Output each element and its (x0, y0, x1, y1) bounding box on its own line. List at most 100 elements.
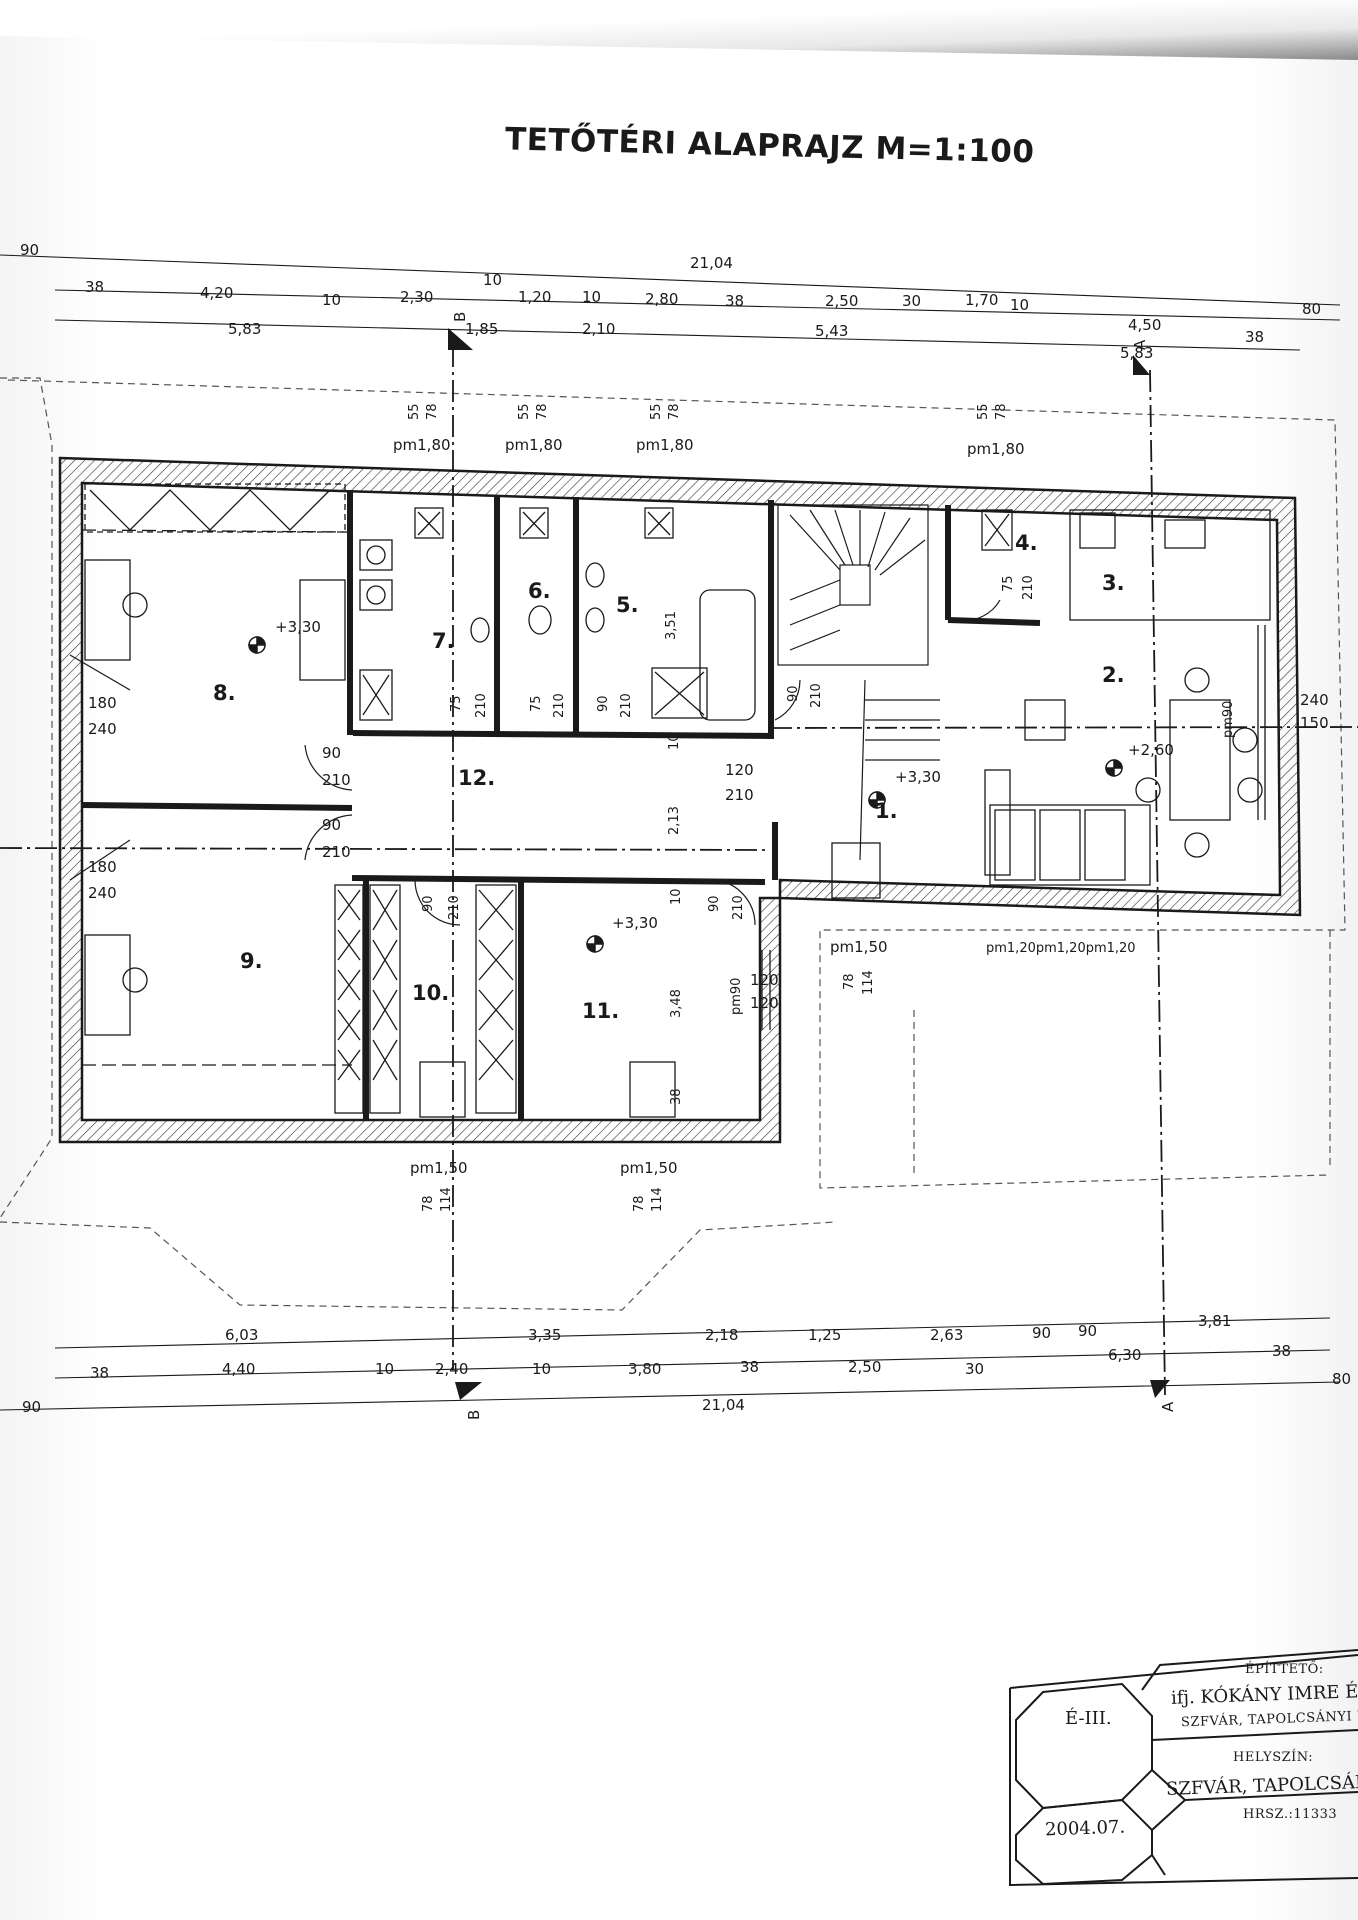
bottom-dim-80: 80 (1332, 1370, 1351, 1388)
height-dim-38: 38 (669, 1088, 684, 1105)
height-dim-348: 3,48 (669, 989, 684, 1018)
bottom-dim-90: 90 (22, 1398, 41, 1416)
window-label-1: pm1,80 (393, 436, 451, 454)
top-dim-185: 1,85 (465, 320, 498, 338)
bottom-dim-125: 1,25 (808, 1326, 841, 1344)
window-label-5: pm1,50 (830, 938, 888, 956)
sill-55-3: 55 (649, 403, 664, 420)
door-210-5: 210 (619, 693, 634, 718)
window-label-9: pm90 (1221, 701, 1236, 738)
window-label-6: pm1,20pm1,20pm1,20 (986, 941, 1136, 956)
bottom-dim-90b: 90 (1078, 1322, 1097, 1340)
bottom-dim-240: 2,40 (435, 1360, 468, 1378)
door-90-8: 90 (322, 744, 341, 762)
room-number-7: 7. (432, 629, 455, 653)
top-dim-10a: 10 (322, 291, 341, 309)
door-90-11: 90 (707, 895, 722, 912)
top-dim-80: 80 (1302, 300, 1321, 318)
dim-10-12: 10 (667, 733, 682, 750)
room-number-9: 9. (240, 949, 263, 973)
title-block: É-III. 2004.07. ÉPÍTTETŐ: ifj. KÓKÁNY IM… (1003, 1640, 1358, 1870)
dim-10-11: 10 (669, 888, 684, 905)
top-dim-38: 38 (85, 278, 104, 296)
dimension-lines (0, 254, 1341, 1411)
door-120-1: 120 (725, 761, 754, 779)
level-room-11: +3,30 (612, 914, 658, 932)
door-75-6: 75 (529, 695, 544, 712)
door-210-9: 210 (322, 843, 351, 861)
top-dim-38c: 38 (1245, 328, 1264, 346)
bottom-dim-263: 2,63 (930, 1326, 963, 1344)
door-180-9: 180 (88, 858, 117, 876)
window-label-3: pm1,80 (636, 436, 694, 454)
room-number-8: 8. (213, 681, 236, 705)
bottom-dim-total: 21,04 (702, 1396, 745, 1414)
bottom-dim-38: 38 (90, 1364, 109, 1382)
top-dim-10b: 10 (483, 271, 502, 289)
top-dim-90: 90 (20, 241, 39, 259)
top-dim-250: 2,50 (825, 292, 858, 310)
window-label-10: pm90 (729, 978, 744, 1015)
level-room-8: +3,30 (275, 618, 321, 636)
bottom-dim-218: 2,18 (705, 1326, 738, 1344)
top-dim-230: 2,30 (400, 288, 433, 306)
bottom-dim-38c: 38 (1272, 1342, 1291, 1360)
door-180-8: 180 (88, 694, 117, 712)
top-dim-420: 4,20 (200, 284, 233, 302)
door-240-9: 240 (88, 884, 117, 902)
sill-55-1: 55 (407, 403, 422, 420)
sill-78-7: 78 (421, 1195, 436, 1212)
door-210-4: 210 (1021, 575, 1036, 600)
bottom-dim-10b: 10 (532, 1360, 551, 1378)
level-room-1: +3,30 (895, 768, 941, 786)
top-dim-280: 2,80 (645, 290, 678, 308)
sheet-number: É-III. (1065, 1708, 1112, 1729)
sill-78-2: 78 (535, 403, 550, 420)
door-210-11: 210 (731, 895, 746, 920)
level-room-2: +2,60 (1128, 741, 1174, 759)
door-240-8: 240 (88, 720, 117, 738)
sill-114-7: 114 (439, 1187, 454, 1212)
staircase (777, 504, 940, 861)
room-number-1: 1. (875, 799, 898, 823)
section-mark-a-top: A (1131, 339, 1149, 350)
sill-55-4: 55 (976, 403, 991, 420)
title-block-frame (1009, 1649, 1358, 1887)
section-mark-b-top: B (451, 312, 469, 322)
bottom-dim-250: 2,50 (848, 1358, 881, 1376)
window-label-4: pm1,80 (967, 440, 1025, 458)
door-210-10: 210 (447, 895, 462, 920)
window-sizes: 55 78 55 78 55 78 55 78 78 114 78 114 78… (407, 403, 1009, 1212)
door-dims: 90 210 90 210 180 240 180 240 120 210 12… (88, 575, 1329, 1012)
bottom-dim-603: 6,03 (225, 1326, 258, 1344)
top-dim-583b: 5,83 (1120, 344, 1153, 362)
door-240-2: 240 (1300, 691, 1329, 709)
client-address: SZFVÁR, TAPOLCSÁNYI U (1180, 1708, 1358, 1731)
door-90-9: 90 (322, 816, 341, 834)
room-number-2: 2. (1102, 663, 1125, 687)
door-210-1: 210 (725, 786, 754, 804)
top-dim-120: 1,20 (518, 288, 551, 306)
bottom-dim-30: 30 (965, 1360, 984, 1378)
bottom-dim-335: 3,35 (528, 1326, 561, 1344)
bottom-dim-380: 3,80 (628, 1360, 661, 1378)
top-dim-583: 5,83 (228, 320, 261, 338)
door-210-8: 210 (322, 771, 351, 789)
top-dim-30: 30 (902, 292, 921, 310)
room-number-4: 4. (1015, 531, 1038, 555)
room-number-3: 3. (1102, 571, 1125, 595)
site-label: HELYSZÍN: (1233, 1750, 1314, 1765)
fixtures (81, 483, 1271, 1118)
room-number-5: 5. (616, 593, 639, 617)
room-number-10: 10. (412, 981, 449, 1005)
sill-78-1: 78 (425, 403, 440, 420)
sill-78-8: 78 (632, 1195, 647, 1212)
height-dim-213: 2,13 (667, 806, 682, 835)
top-dim-total: 21,04 (690, 254, 733, 272)
top-dim-450: 4,50 (1128, 316, 1161, 334)
door-75-7: 75 (449, 695, 464, 712)
bottom-dim-38b: 38 (740, 1358, 759, 1376)
bottom-dim-381: 3,81 (1198, 1312, 1231, 1330)
top-dim-543: 5,43 (815, 322, 848, 340)
